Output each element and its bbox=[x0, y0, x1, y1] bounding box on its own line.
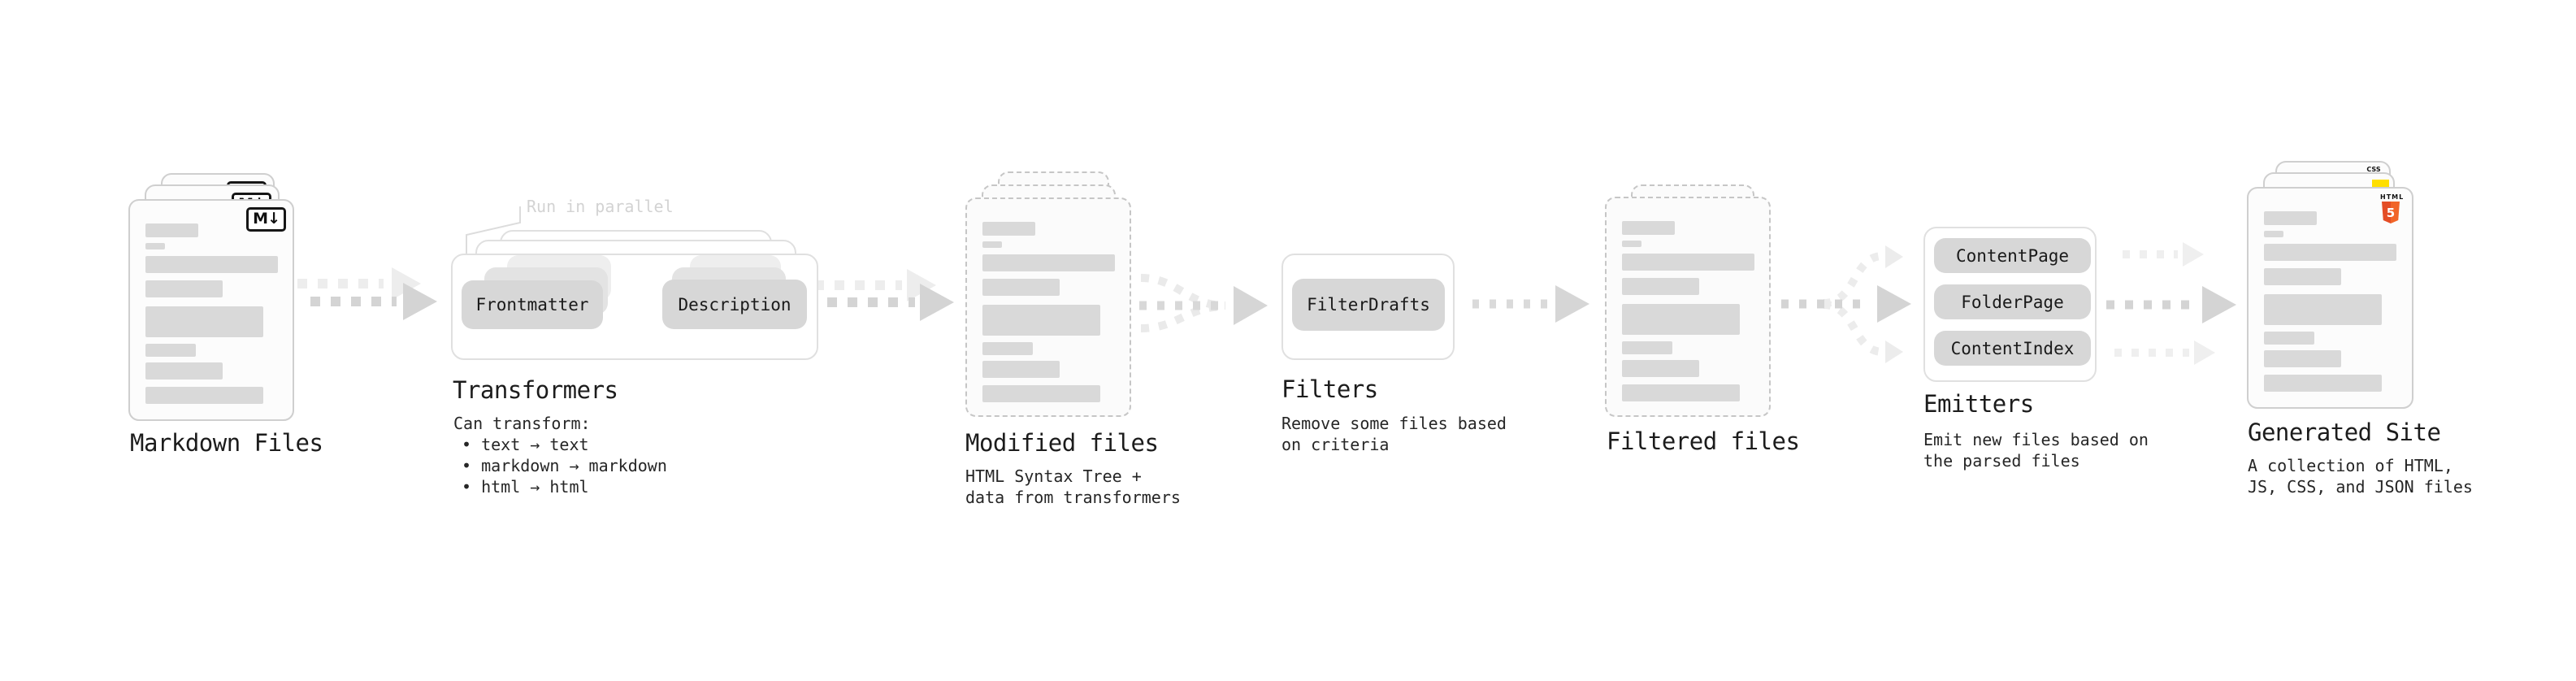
emitters-subtitle: Emit new files based on the parsed files bbox=[1923, 429, 2149, 471]
html5-icon: HTML 5 bbox=[2380, 193, 2405, 223]
folderpage-pill: FolderPage bbox=[1934, 284, 2091, 319]
transformers-description: Can transform: • text → text • markdown … bbox=[453, 413, 667, 497]
emitters-subtitle-line: Emit new files based on bbox=[1923, 430, 2149, 449]
flow-arrow-filters-to-filtered bbox=[1472, 285, 1589, 323]
generated-site-subtitle-line: JS, CSS, and JSON files bbox=[2248, 477, 2473, 497]
flow-arrow-markdown-to-transformers bbox=[297, 267, 437, 320]
modified-files-subtitle: HTML Syntax Tree + data from transformer… bbox=[965, 466, 1181, 508]
modified-files-subtitle-line: HTML Syntax Tree + bbox=[965, 466, 1142, 486]
flow-arrow-filtered-to-emitters bbox=[1781, 245, 1911, 363]
flow-arrow-modified-to-filters bbox=[1139, 274, 1268, 332]
transformers-bullet: • text → text bbox=[462, 435, 589, 454]
transformers-bullet: • html → html bbox=[462, 477, 589, 497]
transformers-title: Transformers bbox=[453, 376, 618, 404]
filtered-files-title: Filtered files bbox=[1607, 427, 1800, 455]
modified-files-subtitle-line: data from transformers bbox=[965, 488, 1181, 507]
flow-arrow-emitters-to-generated bbox=[2106, 242, 2236, 365]
modified-files-title: Modified files bbox=[965, 429, 1159, 457]
filters-subtitle-line: on criteria bbox=[1281, 435, 1390, 454]
emitters-title: Emitters bbox=[1923, 390, 2034, 418]
contentindex-pill: ContentIndex bbox=[1934, 331, 2091, 366]
transformers-description-line: Can transform: bbox=[453, 414, 591, 433]
markdown-icon: M↓ bbox=[246, 207, 286, 232]
html5-icon-shield: 5 bbox=[2382, 202, 2400, 223]
frontmatter-pill: Frontmatter bbox=[462, 280, 603, 329]
emitters-subtitle-line: the parsed files bbox=[1923, 451, 2080, 471]
html5-icon-label: HTML bbox=[2380, 193, 2405, 201]
contentpage-pill: ContentPage bbox=[1934, 238, 2091, 273]
filterdrafts-pill: FilterDrafts bbox=[1292, 279, 1445, 331]
css-icon-label: CSS bbox=[2366, 166, 2381, 173]
transformers-bullet: • markdown → markdown bbox=[462, 456, 667, 475]
generated-file-card-html: HTML 5 bbox=[2247, 187, 2413, 409]
markdown-file-card-front: M↓ bbox=[128, 199, 294, 421]
generated-site-subtitle-line: A collection of HTML, bbox=[2248, 456, 2453, 475]
filters-title: Filters bbox=[1281, 375, 1378, 403]
flow-arrow-transformers-to-modified bbox=[814, 269, 954, 321]
run-in-parallel-annotation: Run in parallel bbox=[527, 197, 674, 216]
filters-subtitle: Remove some files based on criteria bbox=[1281, 413, 1507, 455]
filters-subtitle-line: Remove some files based bbox=[1281, 414, 1507, 433]
modified-file-card-front bbox=[965, 197, 1131, 417]
generated-site-title: Generated Site bbox=[2248, 419, 2441, 446]
markdown-files-title: Markdown Files bbox=[130, 429, 323, 457]
generated-site-subtitle: A collection of HTML, JS, CSS, and JSON … bbox=[2248, 455, 2473, 497]
description-pill: Description bbox=[662, 280, 807, 329]
run-in-parallel-connector bbox=[466, 206, 521, 270]
filtered-file-card-front bbox=[1605, 197, 1771, 417]
